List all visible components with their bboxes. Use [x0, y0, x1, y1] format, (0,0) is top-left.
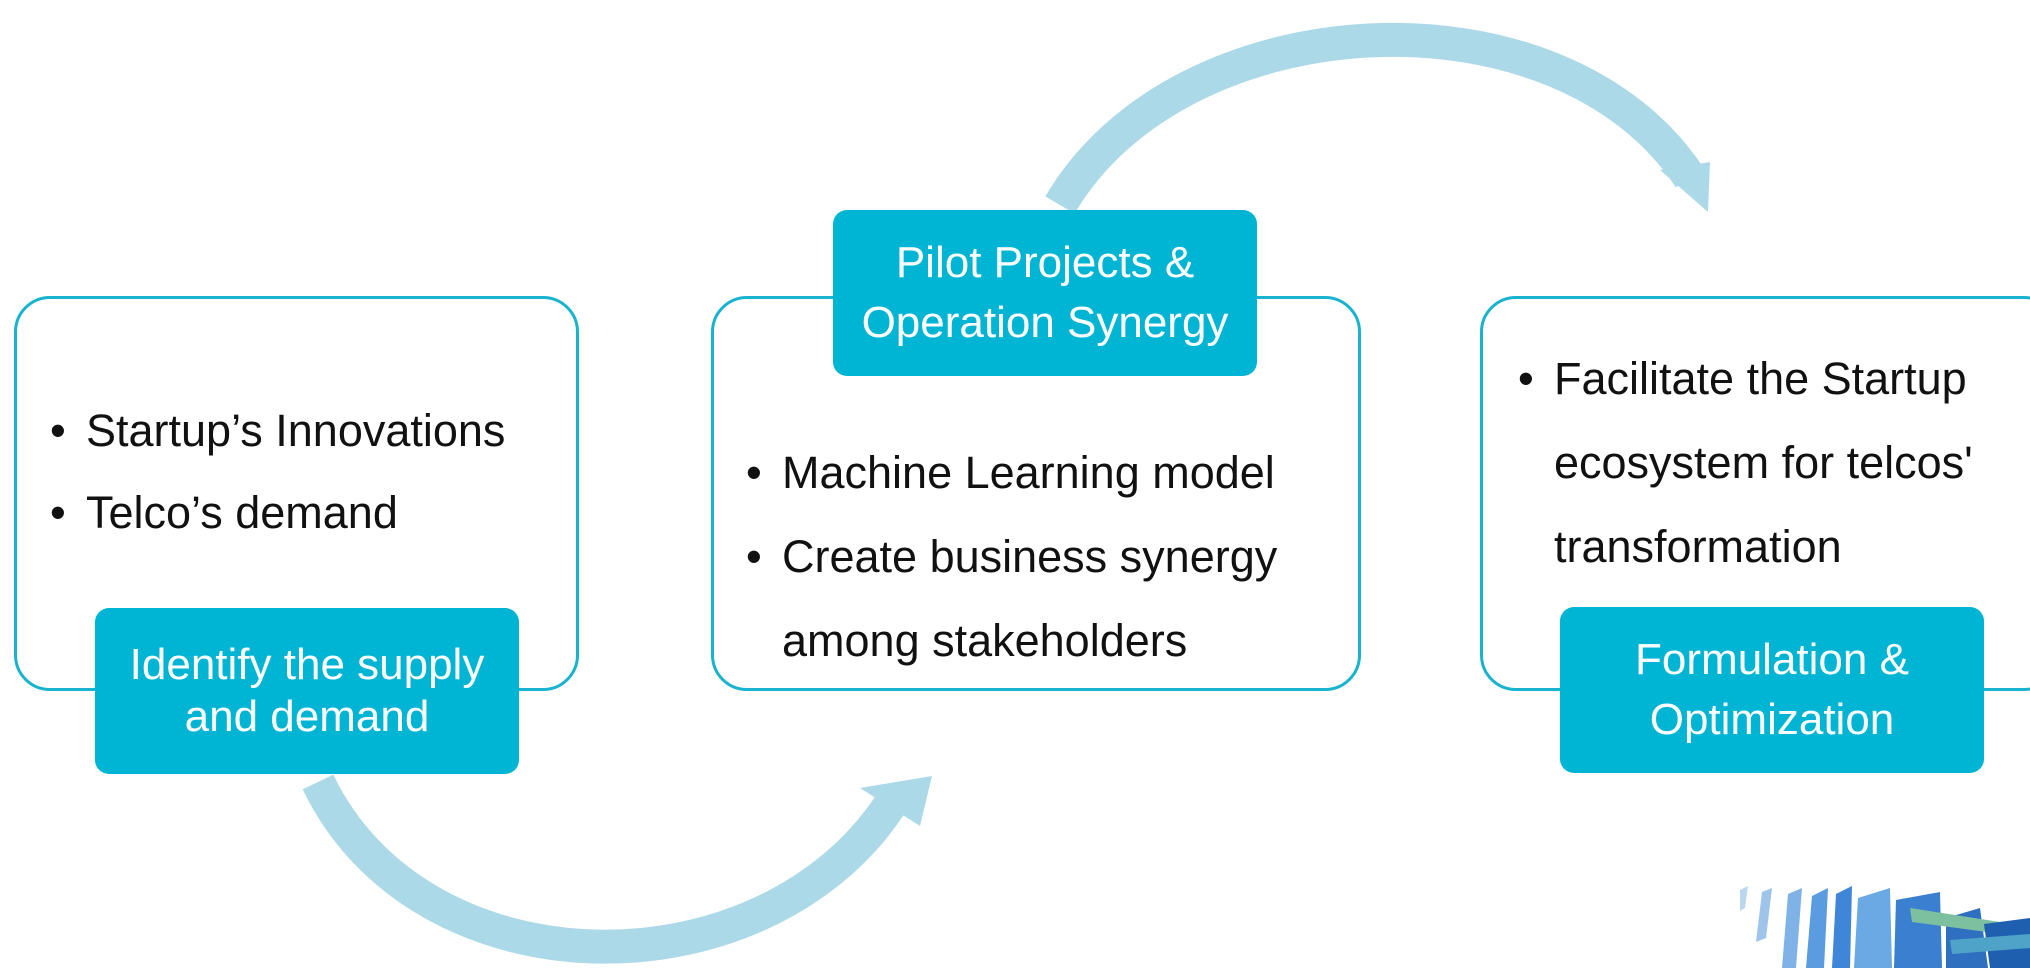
stage-3-tag: Formulation & Optimization [1560, 607, 1984, 773]
stage-2-tag-line: Operation Synergy [861, 298, 1229, 347]
stage-1-tag: Identify the supply and demand [95, 608, 519, 774]
curved-arrow-icon [302, 774, 932, 964]
bullet-item: Telco’s demand [50, 472, 505, 554]
bullet-item: Machine Learning model [746, 431, 1277, 515]
stage-1-bullets: Startup’s Innovations Telco’s demand [50, 390, 505, 554]
stage-1-tag-line: Identify the supply [129, 640, 485, 689]
curved-arrow-icon [1045, 22, 1710, 214]
stage-2-bullets: Machine Learning model Create business s… [746, 431, 1277, 683]
stage-3-tag-line: Optimization [1649, 695, 1895, 744]
stage-1-tag-line: and demand [184, 692, 430, 741]
books-decoration-icon [1740, 886, 2030, 968]
bullet-item-continuation: ecosystem for telcos' [1554, 437, 1973, 488]
stage-3-tag-line: Formulation & [1635, 635, 1909, 684]
bullet-item: Create business synergy [746, 515, 1277, 599]
bullet-item: Startup’s Innovations [50, 390, 505, 472]
stage-2-tag: Pilot Projects & Operation Synergy [833, 210, 1257, 376]
stage-3-bullets: Facilitate the Startup ecosystem for tel… [1518, 337, 1973, 589]
bullet-item: Facilitate the Startup [1518, 337, 1973, 421]
bullet-item-continuation: among stakeholders [782, 615, 1188, 666]
stage-2-tag-line: Pilot Projects & [895, 238, 1195, 287]
bullet-item-continuation: transformation [1554, 521, 1842, 572]
